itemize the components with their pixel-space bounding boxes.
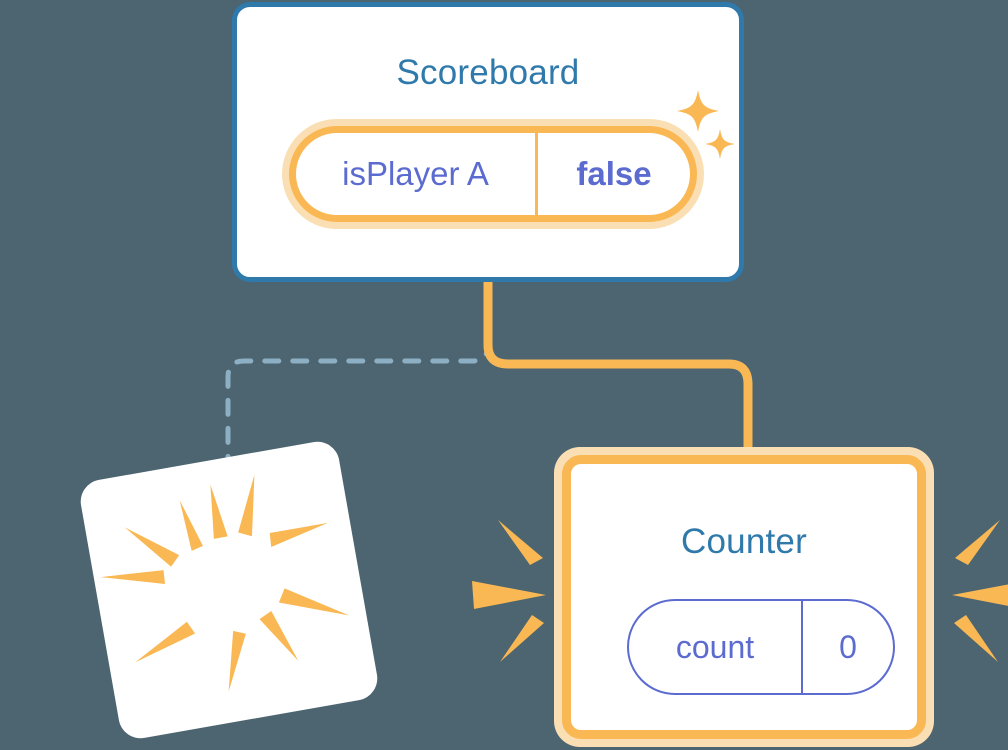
counter-rays-left — [472, 520, 546, 662]
ray-wsw — [100, 570, 165, 585]
ray-left-top — [498, 520, 543, 565]
ray-ssw — [135, 621, 196, 663]
ray-s — [228, 630, 246, 692]
ray-left-bottom — [500, 615, 544, 662]
ray-sse — [259, 610, 299, 662]
counter-inner-frame: Counter count 0 — [562, 455, 926, 739]
ray-ene — [269, 522, 328, 548]
scoreboard-state-pill[interactable]: isPlayer A false — [282, 119, 704, 229]
node-burst-card[interactable] — [77, 438, 381, 742]
node-scoreboard[interactable]: Scoreboard isPlayer A false — [232, 2, 744, 282]
counter-state-pill[interactable]: count 0 — [627, 599, 895, 695]
ray-nne — [238, 474, 255, 537]
scoreboard-state-pill-inner: isPlayer A false — [289, 126, 697, 222]
ray-wnw — [124, 527, 180, 567]
scoreboard-state-value: false — [576, 155, 652, 192]
ray-nnw — [179, 500, 203, 551]
ray-right-top — [955, 520, 1000, 565]
counter-state-value: 0 — [839, 628, 857, 665]
counter-title: Counter — [681, 522, 807, 561]
counter-state-key: count — [629, 601, 803, 693]
ray-right-bottom — [954, 615, 998, 662]
scoreboard-state-key: isPlayer A — [296, 133, 538, 215]
node-counter[interactable]: Counter count 0 — [554, 447, 934, 747]
ray-right-middle — [952, 584, 1008, 606]
burst-card-rays — [100, 474, 350, 692]
counter-rays-right — [952, 520, 1008, 662]
ray-n — [210, 484, 228, 539]
ray-left-middle — [472, 581, 546, 609]
scoreboard-title: Scoreboard — [396, 53, 580, 92]
edge-scoreboard-to-counter — [483, 282, 753, 460]
ray-ese — [278, 588, 350, 616]
